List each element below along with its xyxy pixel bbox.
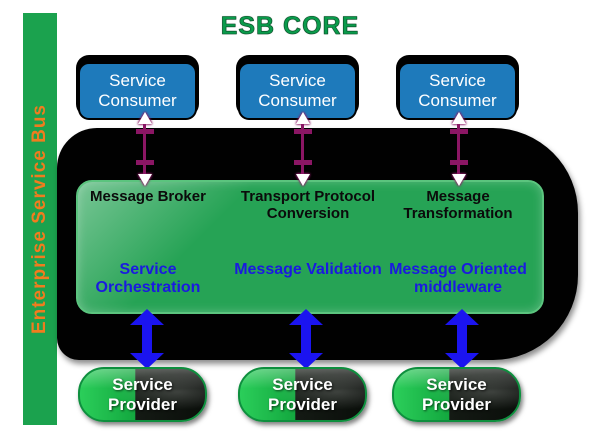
connector-bar — [450, 160, 468, 165]
enterprise-service-bus-bar: Enterprise Service Bus — [23, 13, 57, 425]
connector-line — [143, 118, 146, 180]
core-provider-double-arrow-icon — [129, 309, 165, 369]
consumer-core-double-arrow-icon — [292, 112, 314, 186]
service-consumer-label: Service Consumer — [98, 70, 177, 110]
arrow-up-icon — [452, 112, 466, 124]
connector-bar — [136, 160, 154, 165]
arrow-down-icon — [130, 353, 164, 369]
arrow-up-icon — [130, 309, 164, 325]
arrow-down-icon — [289, 353, 323, 369]
service-consumer-box-3: Service Consumer — [398, 62, 517, 120]
page-title: ESB CORE — [220, 12, 360, 41]
core-provider-double-arrow-icon — [288, 309, 324, 369]
service-provider-pill-1: Service Provider — [78, 367, 207, 422]
connector-bar — [294, 129, 312, 134]
service-provider-pill-3: Service Provider — [392, 367, 521, 422]
consumer-core-double-arrow-icon — [448, 112, 470, 186]
connector-bar — [294, 160, 312, 165]
core-capability-message-validation: Message Validation — [234, 261, 382, 278]
connector-line — [457, 118, 460, 180]
service-provider-pill-2: Service Provider — [238, 367, 367, 422]
consumer-core-double-arrow-icon — [134, 112, 156, 186]
arrow-up-icon — [445, 309, 479, 325]
arrow-shaft — [301, 322, 311, 356]
arrow-down-icon — [452, 174, 466, 186]
arrow-shaft — [457, 322, 467, 356]
arrow-shaft — [142, 322, 152, 356]
core-capability-service-orchestration: Service Orchestration — [95, 261, 201, 296]
service-consumer-box-1: Service Consumer — [78, 62, 197, 120]
arrow-down-icon — [138, 174, 152, 186]
core-capability-transport-protocol-conversion: Transport Protocol Conversion — [240, 188, 376, 222]
arrow-up-icon — [296, 112, 310, 124]
arrow-down-icon — [445, 353, 479, 369]
esb-core-panel — [76, 180, 544, 314]
arrow-down-icon — [296, 174, 310, 186]
service-consumer-label: Service Consumer — [418, 70, 497, 110]
core-capability-message-oriented-middleware: Message Oriented middleware — [389, 261, 527, 296]
core-provider-double-arrow-icon — [444, 309, 480, 369]
service-provider-label: Service Provider — [108, 375, 177, 414]
service-consumer-label: Service Consumer — [258, 70, 337, 110]
service-provider-label: Service Provider — [268, 375, 337, 414]
core-capability-message-transformation: Message Transformation — [403, 188, 513, 222]
core-capability-message-broker: Message Broker — [90, 188, 206, 205]
arrow-up-icon — [138, 112, 152, 124]
connector-bar — [136, 129, 154, 134]
arrow-up-icon — [289, 309, 323, 325]
service-provider-label: Service Provider — [422, 375, 491, 414]
connector-line — [301, 118, 304, 180]
connector-bar — [450, 129, 468, 134]
enterprise-service-bus-label: Enterprise Service Bus — [29, 103, 50, 335]
